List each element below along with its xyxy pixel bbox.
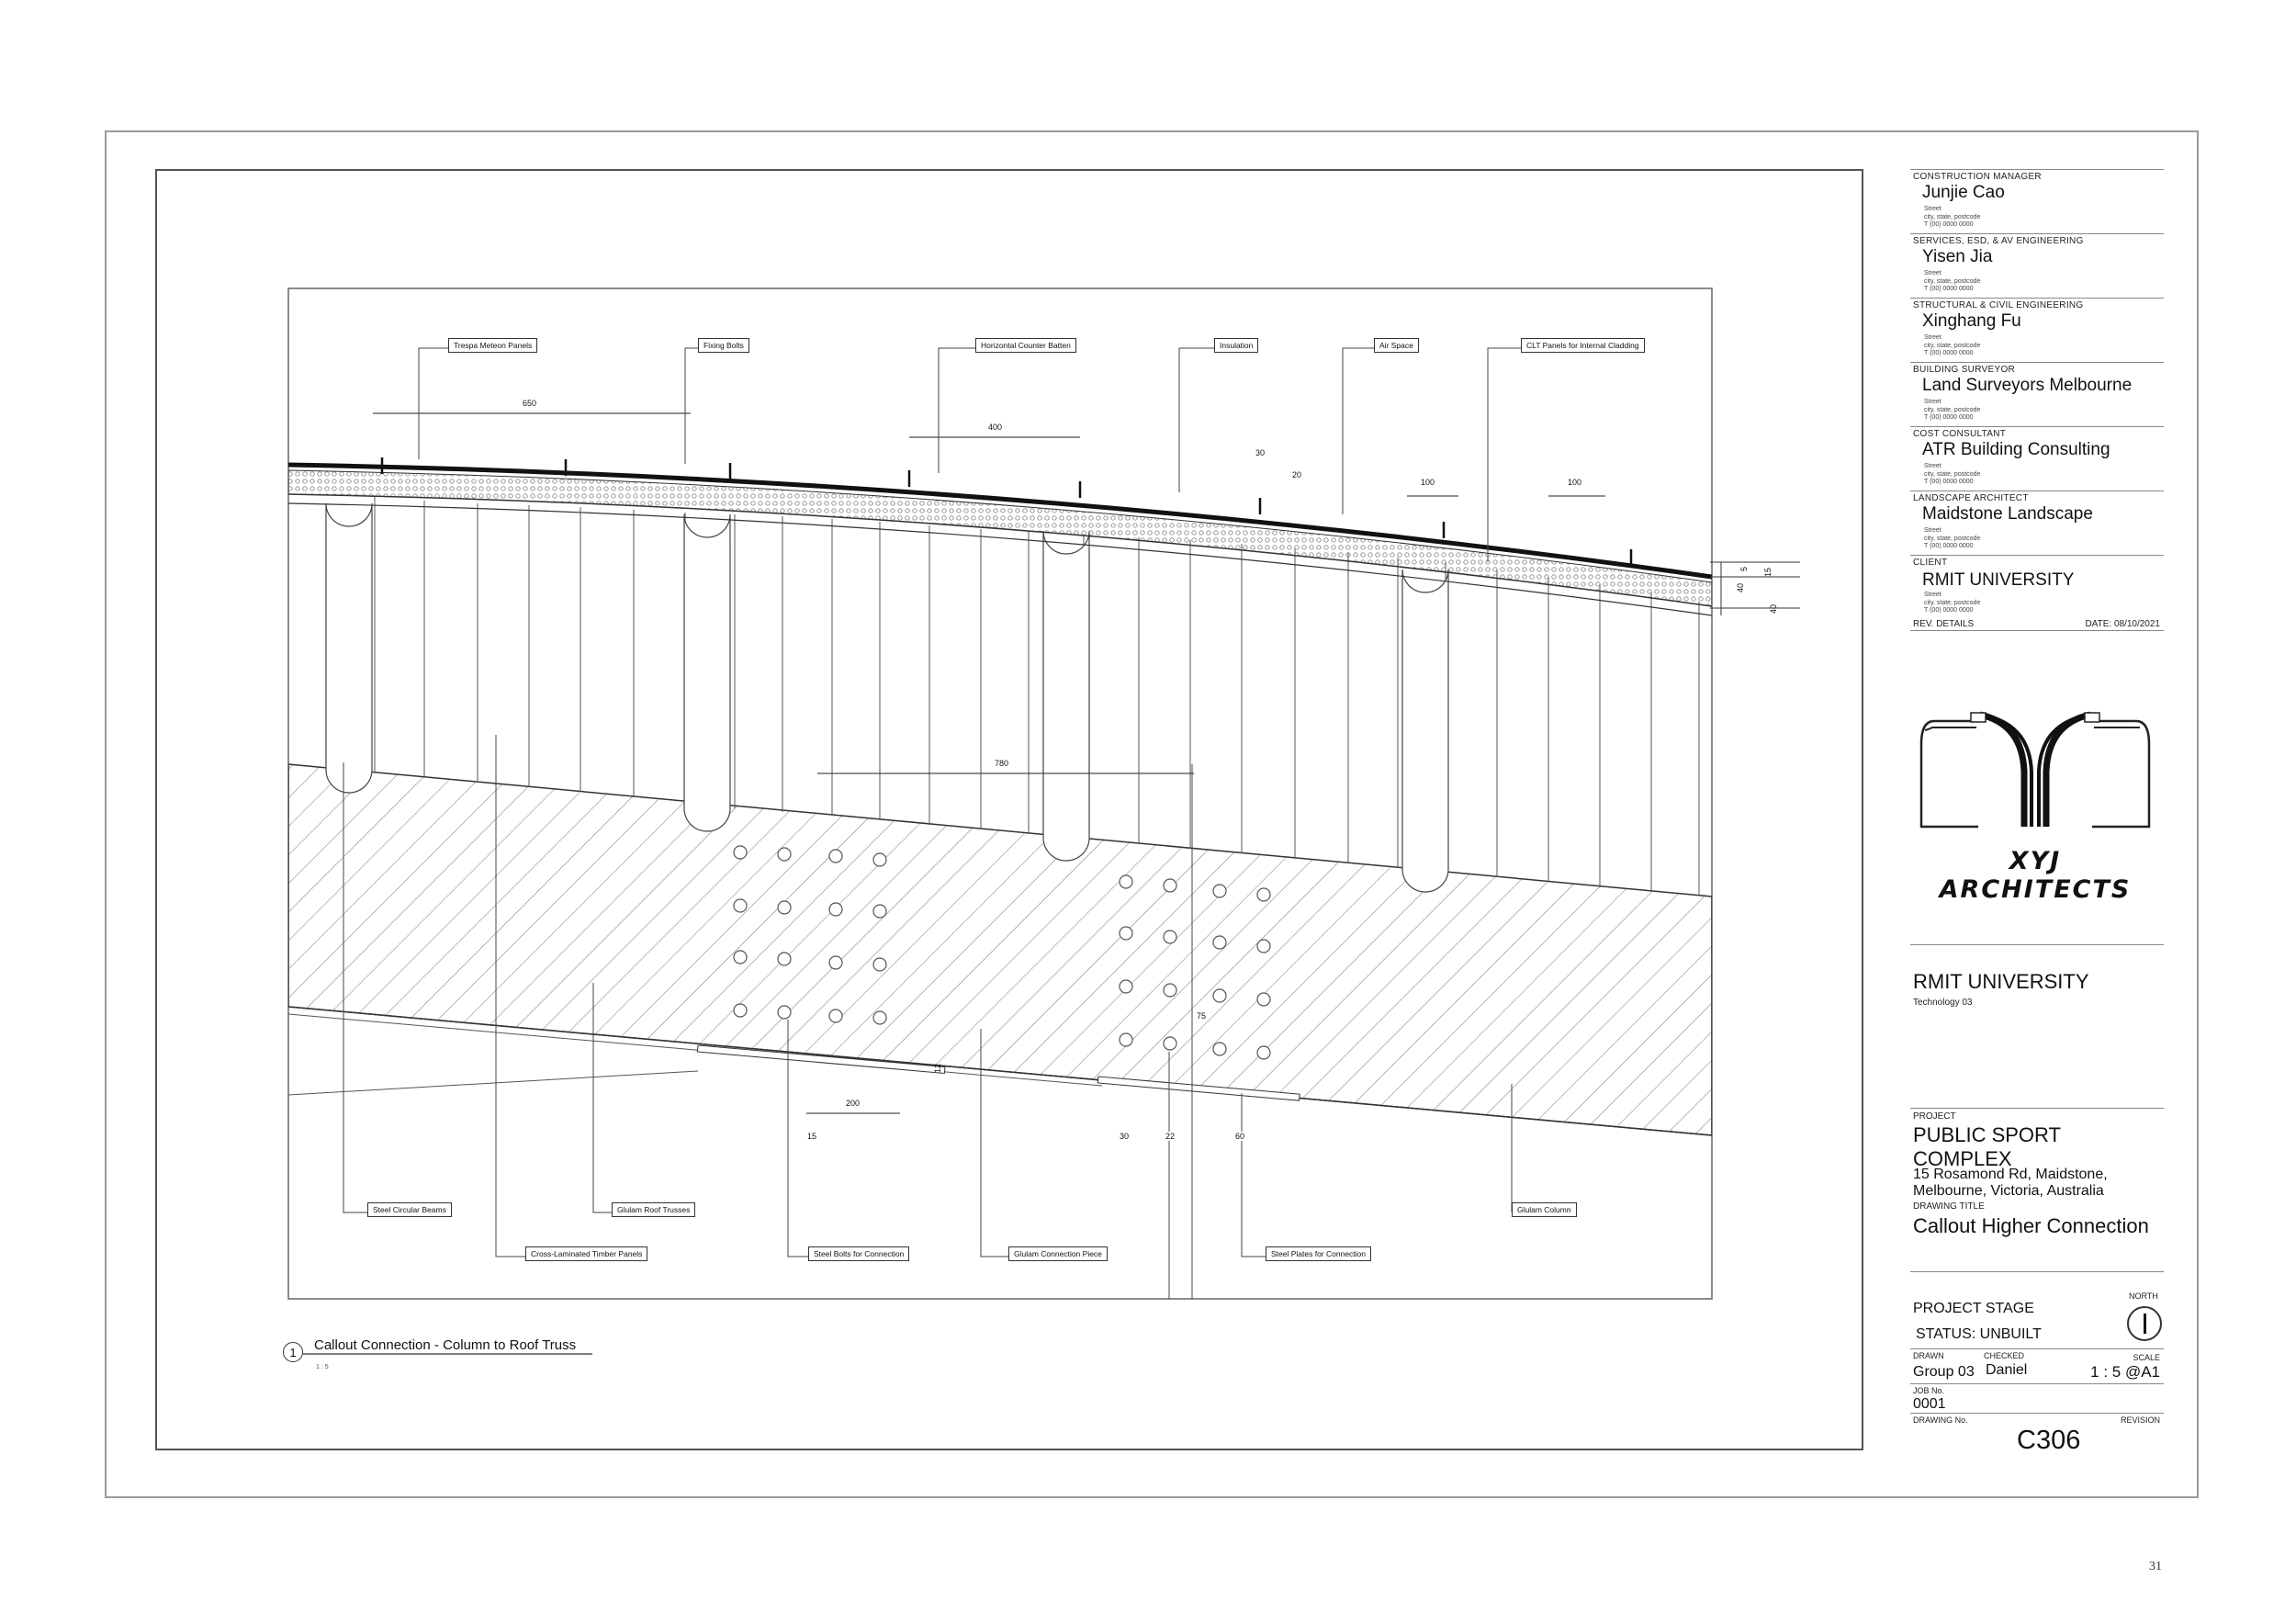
north-needle: [2144, 1314, 2146, 1334]
scale-label: SCALE: [2133, 1353, 2160, 1362]
dim-200: 200: [845, 1099, 861, 1108]
client-name: RMIT UNIVERSITY: [1913, 970, 2089, 993]
project-address-line-2: Melbourne, Victoria, Australia: [1913, 1183, 2104, 1199]
consultant-name: RMIT UNIVERSITY: [1922, 570, 2075, 590]
callout-glulam-roof-trusses: Glulam Roof Trusses: [612, 1202, 696, 1217]
callout-steel-bolts: Steel Bolts for Connection: [808, 1246, 910, 1261]
callout-steel-circular-beams: Steel Circular Beams: [367, 1202, 452, 1217]
drawing-scale: 1 : 5 @A1: [2090, 1363, 2160, 1381]
trespa-cladding-line: [288, 462, 1712, 580]
fixing-bolts: [380, 457, 1633, 566]
dim-15: 15: [806, 1132, 818, 1141]
callout-fixing-bolts: Fixing Bolts: [698, 338, 749, 353]
callout-insulation: Insulation: [1214, 338, 1259, 353]
callout-air-space: Air Space: [1374, 338, 1419, 353]
consultant-role: COST CONSULTANT: [1913, 429, 2007, 439]
callout-horizontal-counter-batten: Horizontal Counter Batten: [975, 338, 1076, 353]
glulam-column-hatch: [288, 763, 1712, 1136]
rev-details: REV. DETAILS: [1913, 619, 1975, 629]
north-arrow-icon: [2127, 1306, 2162, 1341]
dim-400: 400: [987, 423, 1004, 432]
dim-40-b: 40: [1769, 603, 1778, 614]
page-number: 31: [2149, 1560, 2162, 1573]
dim-100-a: 100: [1420, 478, 1436, 487]
client-sub: Technology 03: [1913, 998, 1973, 1008]
drawing-number-label: DRAWING No.: [1913, 1415, 1968, 1425]
revision-label: REVISION: [2120, 1415, 2160, 1425]
drawn-by: Group 03: [1913, 1364, 1975, 1380]
view-title: Callout Connection - Column to Roof Trus…: [314, 1337, 577, 1353]
checked-label: CHECKED: [1984, 1351, 2025, 1360]
date: DATE: 08/10/2021: [2085, 619, 2160, 629]
callout-clt-panels: Cross-Laminated Timber Panels: [525, 1246, 648, 1261]
consultant-name: Land Surveyors Melbourne: [1922, 376, 2133, 395]
callout-glulam-column: Glulam Column: [1512, 1202, 1577, 1217]
north-label: NORTH: [2129, 1291, 2158, 1301]
view-number-bubble: 1: [283, 1342, 303, 1362]
view-title-underline: [303, 1353, 592, 1355]
drawn-label: DRAWN: [1913, 1351, 1944, 1360]
dim-30: 30: [1119, 1132, 1131, 1141]
dim-60: 60: [1234, 1132, 1246, 1141]
consultant-name: Yisen Jia: [1922, 247, 1993, 266]
consultant-name: Xinghang Fu: [1922, 311, 2021, 331]
project-address-line-1: 15 Rosamond Rd, Maidstone,: [1913, 1167, 2108, 1182]
xyj-architects-logo: [1919, 711, 2151, 829]
consultant-role: BUILDING SURVEYOR: [1913, 365, 2016, 375]
callout-steel-plates: Steel Plates for Connection: [1266, 1246, 1372, 1261]
consultant-role: SERVICES, ESD, & AV ENGINEERING: [1913, 236, 2084, 246]
checked-by: Daniel: [1986, 1362, 2028, 1378]
dim-40-a: 40: [1736, 582, 1745, 592]
consultant-role: CONSTRUCTION MANAGER: [1913, 172, 2042, 182]
outer-sheet-border: [105, 130, 2199, 1498]
drawing-title-label: DRAWING TITLE: [1913, 1201, 1985, 1212]
dim-780: 780: [994, 759, 1010, 768]
consultant-name: Junjie Cao: [1922, 183, 2005, 202]
job-number-label: JOB No.: [1913, 1386, 1945, 1395]
steel-circular-beams: [325, 502, 1449, 893]
firm-name: XYJ ARCHITECTS: [1939, 847, 2132, 904]
job-number: 0001: [1913, 1396, 1946, 1412]
project-status: STATUS: UNBUILT: [1916, 1326, 2042, 1342]
steel-bolts-group-1: [733, 845, 887, 1025]
consultant-role: CLIENT: [1913, 558, 1948, 568]
dim-650: 650: [522, 399, 538, 408]
dim-15-right: 15: [1763, 567, 1773, 577]
callout-glulam-connection-piece: Glulam Connection Piece: [1008, 1246, 1108, 1261]
consultant-role: LANDSCAPE ARCHITECT: [1913, 493, 2029, 503]
drawing-number: C306: [2017, 1426, 2081, 1455]
dim-30-top: 30: [1255, 448, 1266, 457]
drawing-area-border: [155, 169, 1863, 1450]
consultant-role: STRUCTURAL & CIVIL ENGINEERING: [1913, 300, 2084, 310]
consultant-name: Maidstone Landscape: [1922, 504, 2093, 524]
drawing-title: Callout Higher Connection: [1913, 1214, 2149, 1237]
dim-100-b: 100: [1567, 478, 1583, 487]
dim-12: 12: [933, 1063, 942, 1073]
clt-panel-lines: [374, 496, 1700, 896]
dim-22: 22: [1165, 1132, 1176, 1141]
consultant-name: ATR Building Consulting: [1922, 440, 2110, 459]
dim-20: 20: [1291, 470, 1303, 479]
dim-5: 5: [1739, 566, 1749, 571]
view-scale: 1 : 5: [316, 1364, 329, 1370]
project-name: PUBLIC SPORT COMPLEX: [1913, 1123, 2061, 1170]
project-stage: PROJECT STAGE: [1913, 1301, 2034, 1316]
callout-clt-internal-cladding: CLT Panels for Internal Cladding: [1521, 338, 1645, 353]
steel-bolts-group-2: [1119, 874, 1271, 1060]
project-label: PROJECT: [1913, 1111, 1956, 1122]
callout-trespa-panels: Trespa Meteon Panels: [448, 338, 538, 353]
dim-75: 75: [1196, 1011, 1208, 1021]
